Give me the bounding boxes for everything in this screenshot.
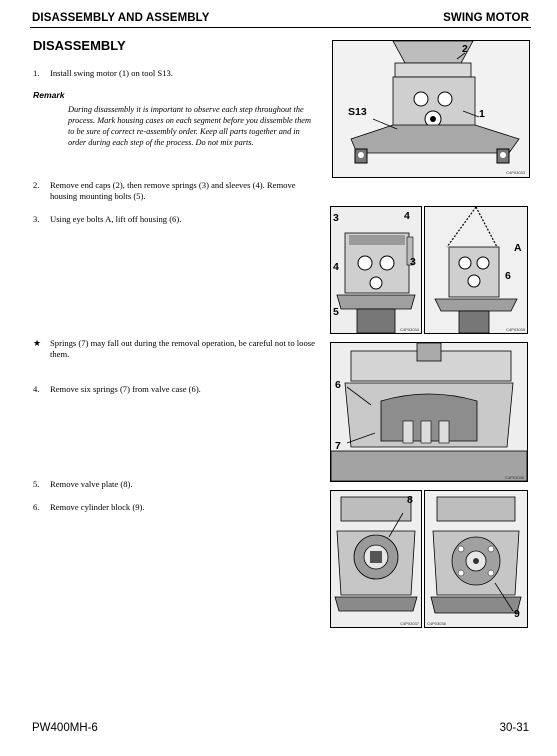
figure-code: C4P03037 [400, 621, 419, 626]
header-section: SWING MOTOR [443, 12, 529, 24]
step-number: 4. [33, 384, 40, 394]
section-title: DISASSEMBLY [33, 38, 126, 53]
step-text: Using eye bolts A, lift off housing (6). [50, 214, 182, 224]
figure-end-caps-springs: 3 4 4 3 5 C4P03034 [330, 206, 422, 334]
step-text: Springs (7) may fall out during the remo… [50, 338, 315, 359]
figure-code: C4P03034 [400, 327, 419, 332]
step-text: Install swing motor (1) on tool S13. [50, 68, 173, 78]
figure-code: C4P03038 [427, 621, 446, 626]
figure-label: 6 [335, 379, 341, 391]
figure-label: 3 [410, 256, 416, 268]
figure-label: 7 [335, 440, 341, 452]
figure-label: 4 [333, 261, 339, 273]
remark-title: Remark [33, 90, 65, 100]
step-number: 1. [33, 68, 40, 78]
step-text: Remove end caps (2), then remove springs… [50, 180, 296, 201]
figure-code: C4P03036 [505, 475, 524, 480]
figure-label: 5 [333, 306, 339, 318]
header-rule [30, 27, 531, 28]
step-text: Remove valve plate (8). [50, 479, 133, 489]
figure-swing-motor-on-tool: 2 S13 1 C4P03033 [332, 40, 530, 178]
figure-label: 1 [479, 108, 485, 120]
step-text: Remove six springs (7) from valve case (… [50, 384, 201, 394]
step-text: Remove cylinder block (9). [50, 502, 145, 512]
figure-code: C4P03033 [506, 170, 525, 175]
figure-label: 6 [505, 270, 511, 282]
step-number: 3. [33, 214, 40, 224]
footer-page-number: 30-31 [499, 722, 529, 734]
footer-model: PW400MH-6 [32, 722, 98, 734]
header-title: DISASSEMBLY AND ASSEMBLY [32, 12, 210, 24]
figure-cylinder-block: 9 C4P03038 [424, 490, 528, 628]
figure-code: C4P03035 [506, 327, 525, 332]
star-note-icon: ★ [33, 338, 42, 348]
figure-label: 8 [407, 494, 413, 506]
figure-label: 2 [462, 43, 468, 55]
figure-valve-case-springs: 6 7 C4P03036 [330, 342, 528, 482]
figure-label: A [514, 242, 522, 254]
figure-label: 9 [514, 608, 520, 620]
step-number: 5. [33, 479, 40, 489]
remark-text: During disassembly it is important to ob… [68, 105, 311, 147]
step-number: 2. [33, 180, 40, 190]
figure-label: 4 [404, 210, 410, 222]
figure-label: 3 [333, 212, 339, 224]
figure-label: S13 [348, 106, 367, 118]
figure-valve-plate: 8 C4P03037 [330, 490, 422, 628]
figure-lift-housing: A 6 C4P03035 [424, 206, 528, 334]
step-number: 6. [33, 502, 40, 512]
